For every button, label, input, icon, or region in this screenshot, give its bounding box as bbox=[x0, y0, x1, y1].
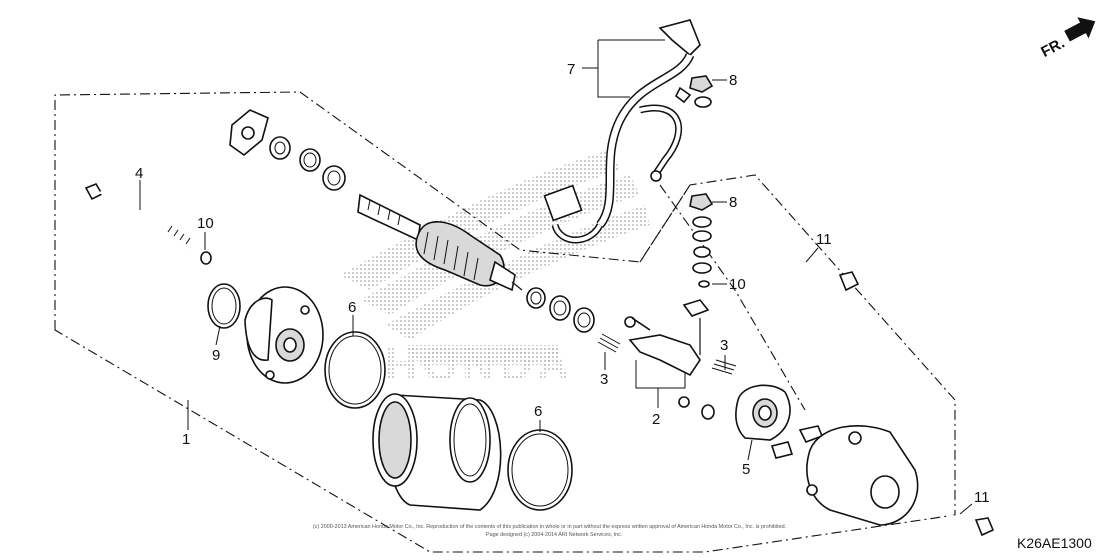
armature-washers-bottom bbox=[526, 287, 595, 333]
front-arrow-icon bbox=[1064, 17, 1096, 42]
callout-6-b: 6 bbox=[534, 403, 542, 420]
armature-washers-top bbox=[229, 109, 346, 191]
front-cover bbox=[244, 286, 324, 384]
brush-group-boundary bbox=[639, 184, 806, 411]
callout-3-a: 3 bbox=[600, 371, 608, 388]
rear-cover bbox=[806, 425, 919, 526]
gasket-part-6-a bbox=[324, 331, 386, 409]
callout-2: 2 bbox=[652, 411, 660, 428]
yoke-case bbox=[372, 393, 502, 511]
callout-4: 4 bbox=[135, 165, 143, 182]
nut-part-8-a bbox=[689, 75, 714, 108]
washer-part-10-a bbox=[200, 251, 212, 265]
callout-10-b: 10 bbox=[729, 276, 746, 293]
callout-6-a: 6 bbox=[348, 299, 356, 316]
leader-lines bbox=[139, 39, 973, 515]
seal-small-b bbox=[770, 441, 794, 459]
callout-1: 1 bbox=[182, 431, 190, 448]
honda-watermark-text: HONDA bbox=[385, 338, 574, 390]
brush-spring-part-3-b bbox=[711, 359, 737, 375]
starter-cable-part-7 bbox=[543, 19, 701, 244]
brush-spring-part-3-a bbox=[597, 333, 621, 353]
front-direction-label: FR. bbox=[1038, 35, 1067, 61]
brush-holder-part-2 bbox=[624, 316, 701, 377]
callout-11-b: 11 bbox=[974, 489, 990, 506]
bolt-part-11-b bbox=[945, 512, 995, 537]
callout-8-a: 8 bbox=[729, 72, 737, 89]
terminal-bolt bbox=[682, 299, 710, 355]
gasket-part-6-b bbox=[507, 429, 573, 511]
front-direction-indicator: FR. bbox=[1038, 17, 1096, 61]
bolt-part-11-a bbox=[805, 260, 860, 292]
assembly-boundary bbox=[54, 91, 956, 553]
callout-10-a: 10 bbox=[197, 215, 214, 232]
long-bolt-part-4 bbox=[84, 183, 191, 250]
callout-7: 7 bbox=[567, 61, 575, 78]
nut-part-8-b bbox=[689, 193, 714, 274]
callout-9: 9 bbox=[212, 347, 220, 364]
o-ring-part-9 bbox=[207, 283, 241, 329]
brush-plate-part-5 bbox=[735, 384, 791, 441]
callout-3-b: 3 bbox=[720, 337, 728, 354]
callout-11-a: 11 bbox=[816, 231, 832, 248]
diagram-code: K26AE1300 bbox=[1017, 535, 1092, 551]
washer-part-10-b bbox=[698, 280, 710, 288]
copyright-line-2: Page designed (c) 2004-2014 ARI Network … bbox=[486, 532, 622, 538]
callout-5: 5 bbox=[742, 461, 750, 478]
copyright-line-1: (c) 2000-2013 American Honda Motor Co., … bbox=[313, 524, 786, 530]
callout-8-b: 8 bbox=[729, 194, 737, 211]
armature bbox=[357, 193, 523, 292]
terminal-screw bbox=[678, 396, 715, 420]
